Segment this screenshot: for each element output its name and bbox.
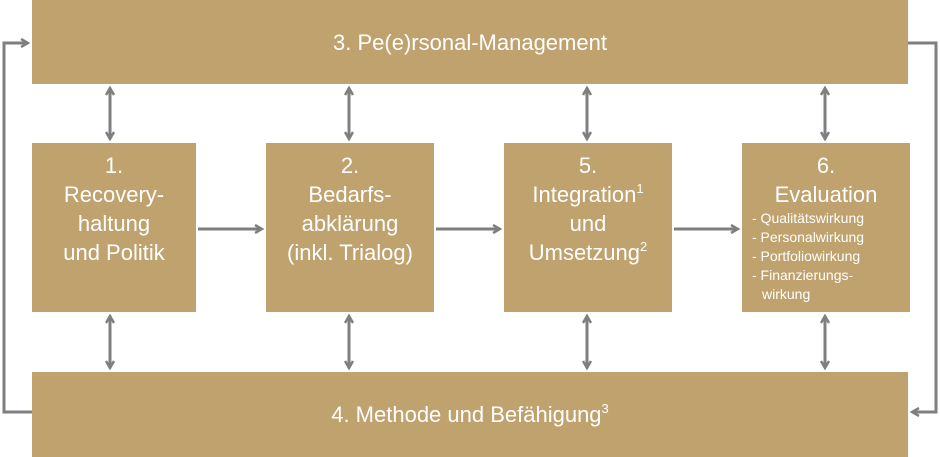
box-bedarfsabklaerung: 2. Bedarfs- abklärung (inkl. Trialog) [266,143,434,312]
box-evaluation: 6. Evaluation - Qualitätswirkung - Perso… [742,143,910,312]
box6-heading: 6. Evaluation [742,151,910,209]
bottom-band-footnote: 3 [601,401,609,416]
feedback-loop-right [908,41,938,412]
box1-line1: Recovery- [63,182,165,207]
bottom-band-label-text: 4. Methode und Befähigung [331,402,602,427]
box5-footnote-1: 1 [636,181,644,196]
box2-line1: Bedarfs- [308,182,392,207]
box6-title: Evaluation [774,182,878,207]
box5-line1-wrap: Integration1 [504,180,672,209]
box5-line1: Integration [532,182,637,207]
top-band-personal-management: 3. Pe(e)rsonal-Management [32,0,908,84]
box5-footnote-2: 2 [640,239,648,254]
feedback-loop-left [2,43,32,414]
box6-number: 6. [816,153,836,178]
box2-number: 2. [340,153,360,178]
bottom-band-label: 4. Methode und Befähigung3 [32,402,908,428]
box5-line3: Umsetzung [528,240,641,265]
top-band-label: 3. Pe(e)rsonal-Management [32,30,908,56]
box2-text: 2. Bedarfs- abklärung (inkl. Trialog) [266,151,434,267]
evaluation-item: - Finanzierungs- [752,267,854,283]
evaluation-item: - Portfoliowirkung [752,248,861,264]
box1-line3: und Politik [63,240,165,265]
bottom-band-methode: 4. Methode und Befähigung3 [32,372,908,457]
evaluation-list: - Qualitätswirkung - Personalwirkung - P… [752,209,864,304]
box2-line3: (inkl. Trialog) [287,240,413,265]
box2-line2: abklärung [301,211,399,236]
box5-line2: und [569,211,607,236]
box5-line3-wrap: Umsetzung2 [504,238,672,267]
box1-number: 1. [104,153,124,178]
box1-line2: haltung [77,211,151,236]
box-integration-umsetzung: 5. Integration1 und Umsetzung2 [504,143,672,312]
box-recovery-haltung: 1. Recovery- haltung und Politik [32,143,196,312]
evaluation-item: - Personalwirkung [752,229,865,245]
gap-5-6 [672,143,742,312]
box5-number: 5. [578,153,598,178]
box5-text: 5. Integration1 und Umsetzung2 [504,151,672,267]
top-band-label-text: 3. Pe(e)rsonal-Management [333,30,607,55]
gap-2-5 [434,143,504,312]
box1-text: 1. Recovery- haltung und Politik [32,151,196,267]
evaluation-item: - Qualitätswirkung [752,210,865,226]
evaluation-item-continuation: wirkung [762,286,811,302]
